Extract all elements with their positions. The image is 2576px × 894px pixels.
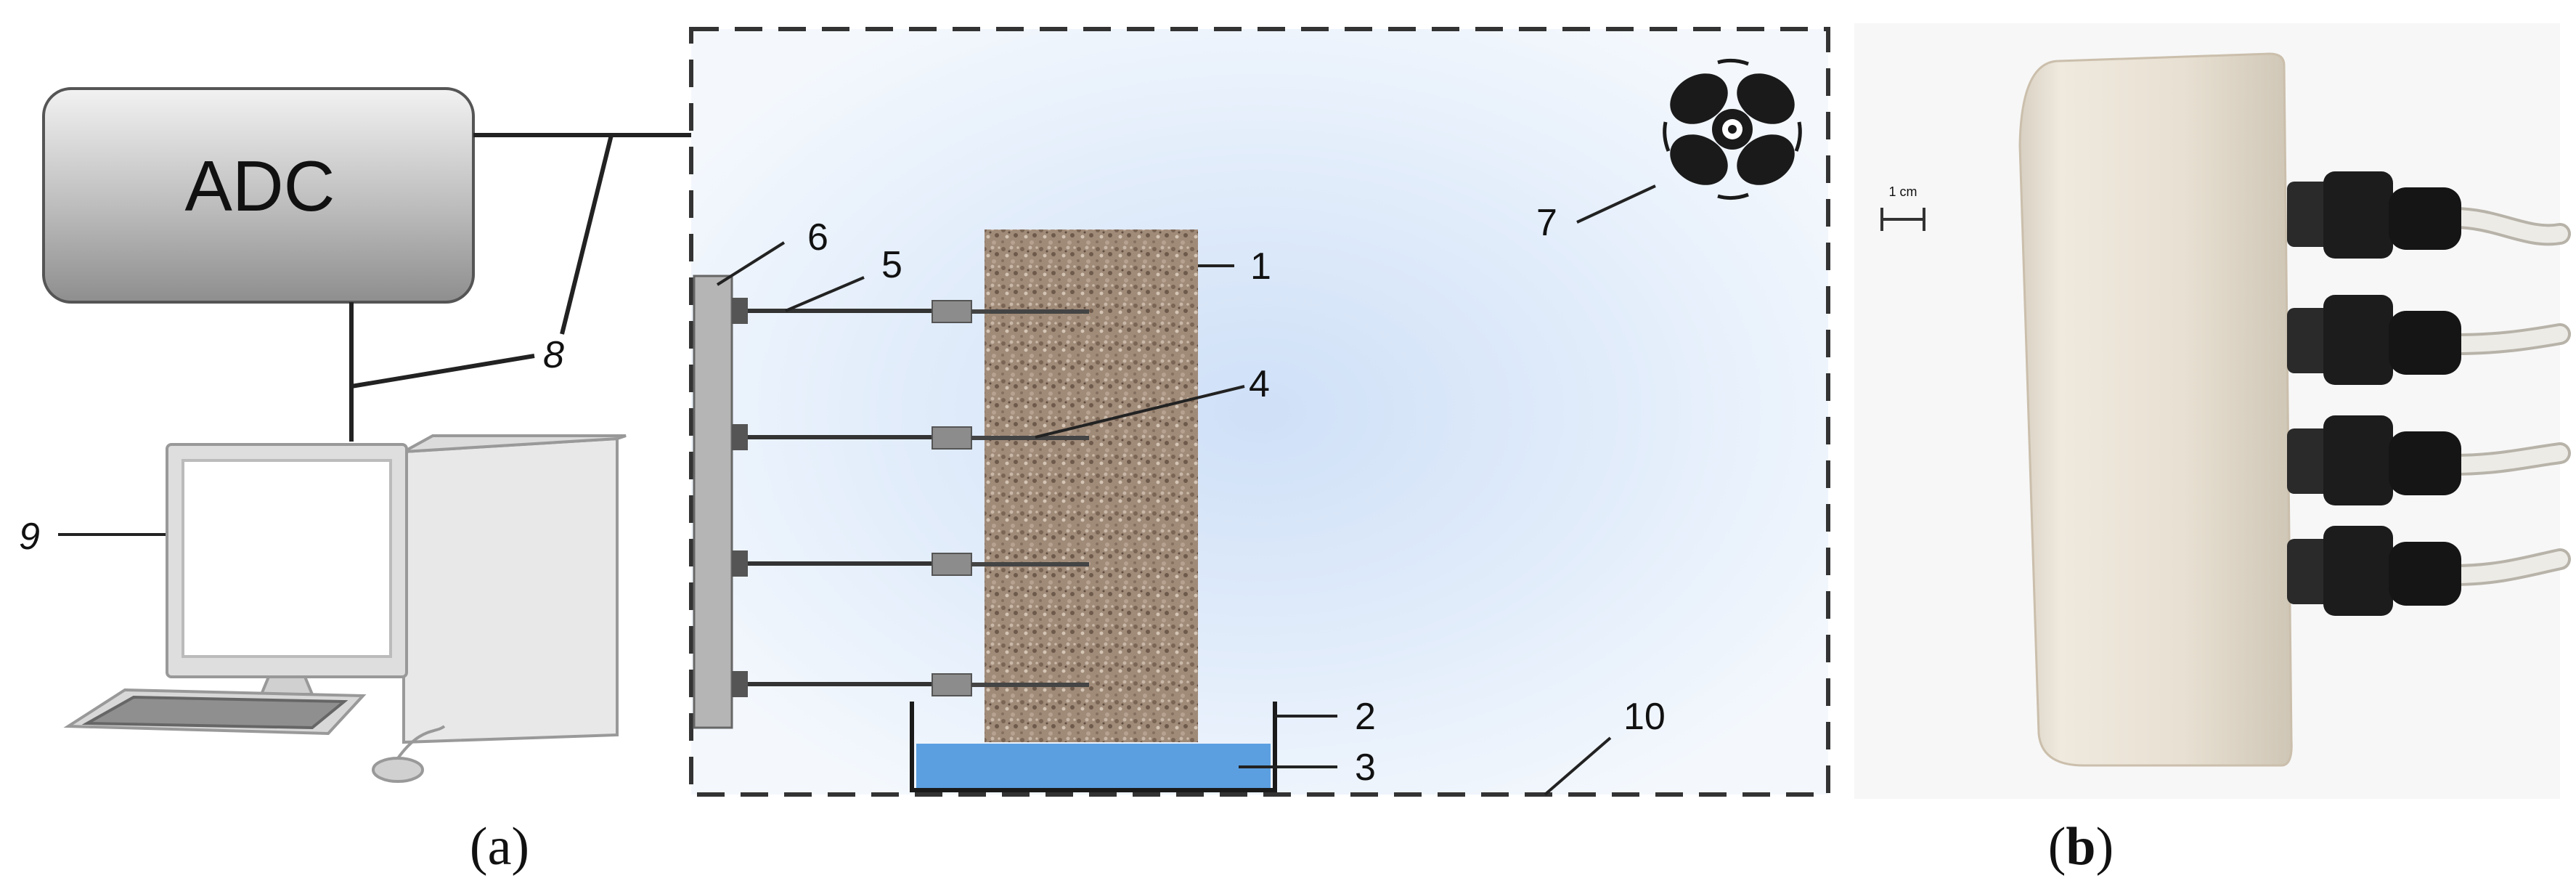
fan-icon xyxy=(1663,58,1802,200)
photo-cables xyxy=(2443,207,2571,586)
sensor-row-3 xyxy=(732,550,1089,577)
callout-5: 5 xyxy=(881,244,902,286)
callout-4: 4 xyxy=(1249,363,1270,405)
caption-a-open: ( xyxy=(470,817,488,877)
connector-2 xyxy=(2287,295,2461,385)
caption-a-letter: a xyxy=(488,817,512,877)
caption-a-close: ) xyxy=(511,817,529,877)
caption-b-close: ) xyxy=(2096,817,2114,877)
sensor-row-1 xyxy=(732,298,1089,324)
holder-bar xyxy=(693,275,733,729)
computer-icon xyxy=(63,434,627,783)
panel-a: ADC xyxy=(19,27,1830,877)
caption-b-letter: b xyxy=(2066,817,2095,877)
connectors xyxy=(2287,171,2461,616)
caption-b: (b) xyxy=(2048,817,2114,877)
water xyxy=(916,744,1271,789)
callout-7: 7 xyxy=(1536,202,1557,244)
connector-4 xyxy=(2287,526,2461,616)
caption-b-open: ( xyxy=(2048,817,2066,877)
callout-2: 2 xyxy=(1355,696,1376,738)
caption-a: (a) xyxy=(470,817,529,877)
callout-8: 8 xyxy=(543,334,564,376)
scale-bar xyxy=(1880,208,1925,231)
callout-1: 1 xyxy=(1250,245,1271,288)
adc-unit: ADC xyxy=(42,87,475,304)
callout-9: 9 xyxy=(19,516,40,558)
panel-b: 1 cm xyxy=(1854,23,2571,877)
specimen xyxy=(985,229,1198,742)
cylinder-specimen xyxy=(2018,52,2293,767)
connector-3 xyxy=(2287,415,2461,505)
connector-1 xyxy=(2287,171,2461,259)
callout-6: 6 xyxy=(807,216,828,259)
scale-label: 1 cm xyxy=(1888,184,1917,199)
callout-10: 10 xyxy=(1623,696,1666,738)
tray xyxy=(910,702,1277,792)
sensor-row-4 xyxy=(732,671,1089,697)
leader-lines xyxy=(58,184,1656,796)
sensor-row-2 xyxy=(732,424,1089,450)
callout-3: 3 xyxy=(1355,747,1376,789)
adc-label: ADC xyxy=(185,146,335,226)
climate-chamber xyxy=(689,27,1830,797)
